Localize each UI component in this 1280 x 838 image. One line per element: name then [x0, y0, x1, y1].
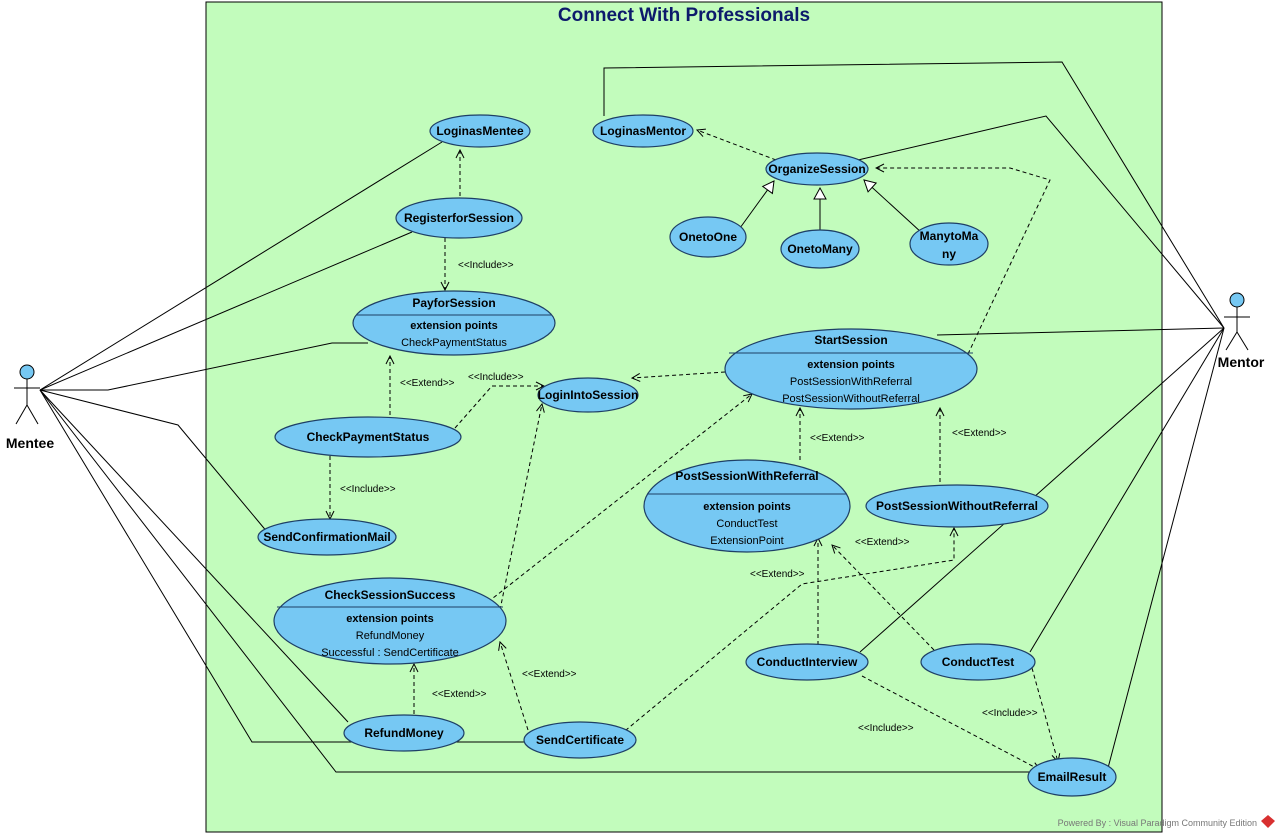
include-label: <<Include>> — [458, 260, 514, 271]
extend-label: <<Extend>> — [432, 689, 487, 700]
svg-text:ConductInterview: ConductInterview — [757, 655, 858, 669]
extend-label: <<Extend>> — [952, 428, 1007, 439]
extend-label: <<Extend>> — [750, 569, 805, 580]
svg-text:PostSessionWithReferral: PostSessionWithReferral — [790, 376, 912, 388]
usecase-one-to-many[interactable]: OnetoMany — [780, 229, 860, 269]
svg-text:PayforSession: PayforSession — [412, 296, 495, 310]
svg-text:StartSession: StartSession — [814, 333, 887, 347]
svg-text:extension points: extension points — [410, 320, 497, 332]
svg-text:PostSessionWithoutReferral: PostSessionWithoutReferral — [782, 393, 920, 405]
svg-text:extension points: extension points — [807, 359, 894, 371]
usecase-many-to-many[interactable]: ManytoMa ny — [909, 222, 989, 266]
actor-mentee[interactable]: Mentee — [6, 364, 54, 451]
extend-label: <<Extend>> — [522, 669, 577, 680]
extend-label: <<Extend>> — [855, 537, 910, 548]
visual-paradigm-logo-icon — [1261, 815, 1275, 828]
include-label: <<Include>> — [858, 723, 914, 734]
usecase-conduct-test[interactable]: ConductTest — [920, 643, 1036, 681]
usecase-post-with-referral[interactable]: PostSessionWithReferral extension points… — [643, 459, 851, 553]
svg-text:CheckSessionSuccess: CheckSessionSuccess — [325, 588, 456, 602]
extend-label: <<Extend>> — [810, 433, 865, 444]
stereotype-labels: <<Include>> <<Extend>> <<Include>> <<Inc… — [340, 260, 1038, 734]
usecase-login-mentee[interactable]: LoginasMentee — [429, 114, 531, 148]
usecase-start-session[interactable]: StartSession extension points PostSessio… — [724, 328, 978, 410]
svg-text:OnetoMany: OnetoMany — [787, 242, 853, 256]
include-label: <<Include>> — [340, 484, 396, 495]
actor-mentor[interactable]: Mentor — [1218, 292, 1265, 370]
svg-text:CheckPaymentStatus: CheckPaymentStatus — [401, 337, 507, 349]
include-label: <<Include>> — [468, 372, 524, 383]
svg-text:Successful : SendCertificate: Successful : SendCertificate — [321, 647, 459, 659]
actor-mentee-label: Mentee — [6, 435, 54, 451]
svg-text:ExtensionPoint: ExtensionPoint — [710, 535, 783, 547]
usecase-register-session[interactable]: RegisterforSession — [395, 197, 523, 239]
footer-credit: Powered By : Visual Paradigm Community E… — [1058, 818, 1257, 828]
usecase-send-certificate[interactable]: SendCertificate — [523, 721, 637, 759]
usecase-organize-session[interactable]: OrganizeSession — [765, 152, 869, 186]
svg-text:CheckPaymentStatus: CheckPaymentStatus — [307, 430, 430, 444]
svg-text:SendConfirmationMail: SendConfirmationMail — [263, 530, 390, 544]
system-title: Connect With Professionals — [558, 5, 810, 26]
dependencies — [330, 130, 1058, 770]
generalizations — [739, 179, 923, 234]
svg-text:EmailResult: EmailResult — [1038, 770, 1107, 784]
svg-text:PostSessionWithoutReferral: PostSessionWithoutReferral — [876, 499, 1038, 513]
svg-text:OrganizeSession: OrganizeSession — [768, 162, 865, 176]
usecase-login-into-session[interactable]: LoginIntoSession — [537, 377, 639, 413]
svg-text:RefundMoney: RefundMoney — [356, 630, 425, 642]
include-label: <<Include>> — [982, 708, 1038, 719]
usecase-refund-money[interactable]: RefundMoney — [343, 714, 465, 752]
svg-text:extension points: extension points — [703, 501, 790, 513]
svg-text:LoginasMentee: LoginasMentee — [436, 124, 524, 138]
svg-text:PostSessionWithReferral: PostSessionWithReferral — [675, 469, 818, 483]
svg-text:extension points: extension points — [346, 613, 433, 625]
extend-label: <<Extend>> — [400, 378, 455, 389]
svg-text:LoginIntoSession: LoginIntoSession — [538, 388, 639, 402]
usecase-one-to-one[interactable]: OnetoOne — [669, 216, 747, 258]
svg-text:ny: ny — [942, 247, 956, 261]
svg-text:SendCertificate: SendCertificate — [536, 733, 624, 747]
usecase-pay-session[interactable]: PayforSession extension points CheckPaym… — [352, 290, 556, 356]
svg-text:RefundMoney: RefundMoney — [364, 726, 444, 740]
usecase-email-result[interactable]: EmailResult — [1027, 757, 1117, 797]
svg-text:RegisterforSession: RegisterforSession — [404, 211, 514, 225]
svg-text:ConductTest: ConductTest — [716, 518, 777, 530]
usecase-check-session-success[interactable]: CheckSessionSuccess extension points Ref… — [273, 577, 507, 665]
usecase-check-payment-status[interactable]: CheckPaymentStatus — [274, 416, 462, 458]
usecase-login-mentor[interactable]: LoginasMentor — [592, 114, 694, 148]
usecase-conduct-interview[interactable]: ConductInterview — [745, 643, 869, 681]
usecase-send-confirmation-mail[interactable]: SendConfirmationMail — [257, 518, 397, 556]
svg-text:LoginasMentor: LoginasMentor — [600, 124, 686, 138]
svg-text:OnetoOne: OnetoOne — [679, 230, 737, 244]
svg-text:ConductTest: ConductTest — [942, 655, 1014, 669]
svg-text:ManytoMa: ManytoMa — [920, 229, 979, 243]
actor-mentor-label: Mentor — [1218, 354, 1265, 370]
usecase-post-without-referral[interactable]: PostSessionWithoutReferral — [865, 484, 1049, 528]
